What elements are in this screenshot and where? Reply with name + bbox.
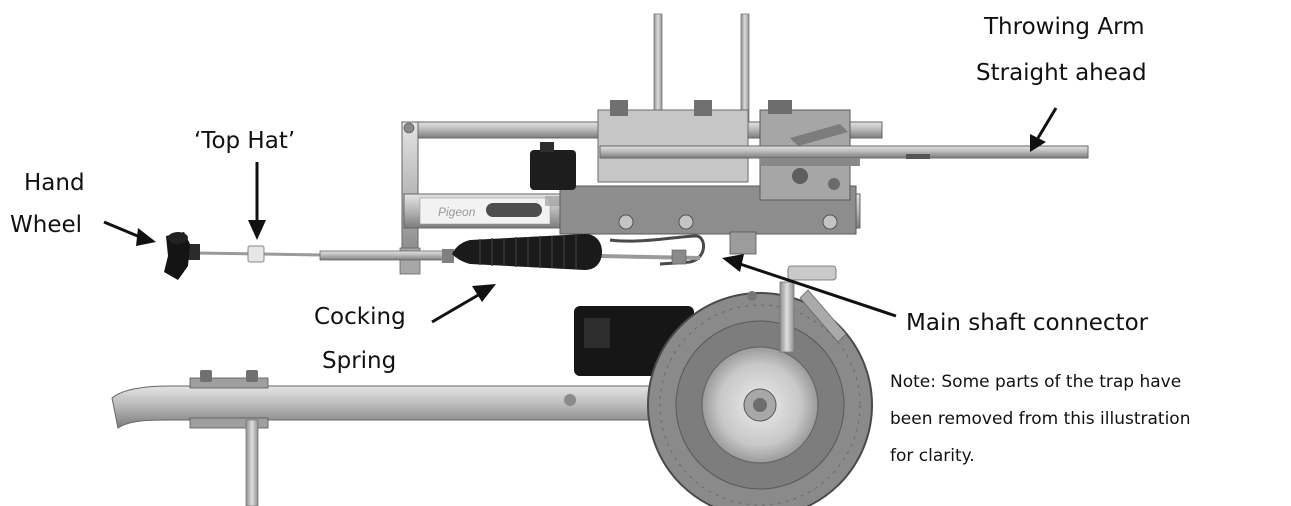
note-line2: been removed from this illustration [890,409,1191,429]
cocking-spring-label-line2: Spring [322,348,397,374]
top-hat-arrow [248,162,266,240]
throwing-arm-label-line1: Throwing Arm [984,14,1145,40]
note-line1: Note: Some parts of the trap have [890,372,1182,392]
top-hat-label: ‘Top Hat’ [194,128,296,154]
note-line3: for clarity. [890,446,975,466]
throwing-arm-label-line2: Straight ahead [976,60,1147,86]
base-tube [111,370,701,506]
wheel-strut [747,265,847,353]
top-hat-collar [247,245,265,263]
hand-wheel-label-line2: Wheel [10,212,83,238]
hand-wheel-arrow [103,220,156,246]
hand-wheel-knob [164,232,200,280]
wheel [647,292,873,506]
hand-wheel-label-line1: Hand [24,170,85,196]
brand-logo-script: Pigeon [438,205,476,219]
main-shaft [195,249,701,265]
main-shaft-connector-arrow [722,254,897,318]
label-arrows [103,107,1058,324]
throwing-arm-arrow [1030,107,1058,152]
cocking-spring-label-line1: Cocking [314,304,406,330]
main-shaft-connector-label: Main shaft connector [906,310,1149,336]
cocking-spring-arrow [431,284,496,324]
throwing-arm [599,145,1089,166]
cocking-spring [452,234,602,270]
